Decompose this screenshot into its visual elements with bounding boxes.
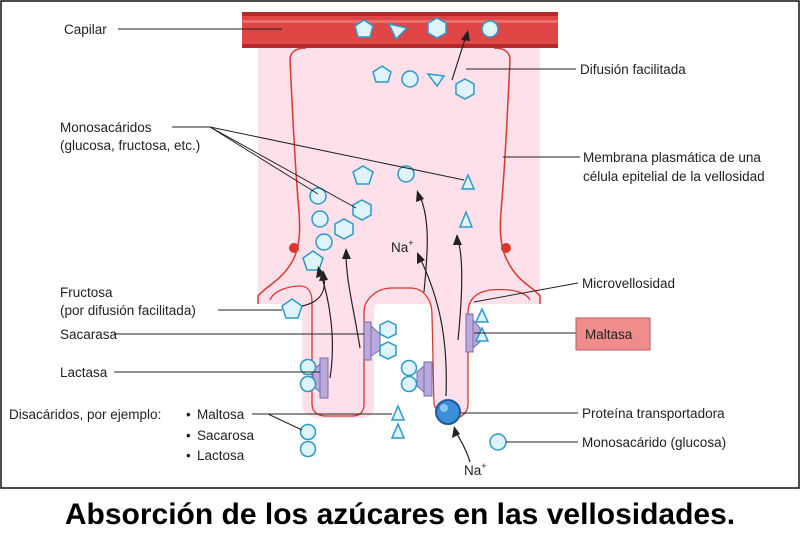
pentagon-molecule bbox=[352, 165, 374, 185]
lactasa-label: Lactasa bbox=[60, 365, 108, 380]
difusion-label: Difusión facilitada bbox=[580, 62, 686, 77]
absorption-arrow bbox=[345, 253, 361, 349]
circle-molecule bbox=[299, 375, 317, 393]
disacaridos-bullet-3: • bbox=[186, 448, 191, 463]
pentagon-molecule bbox=[372, 65, 392, 83]
maltasa-label: Maltasa bbox=[585, 327, 633, 342]
membrane-right bbox=[493, 47, 541, 304]
villus-body bbox=[258, 48, 540, 418]
disacaridos-bullet-2: • bbox=[186, 428, 191, 443]
tight-junction-right bbox=[501, 243, 511, 253]
arrowhead bbox=[417, 252, 425, 264]
disacaridos-item-lactosa: Lactosa bbox=[197, 448, 245, 463]
circle-molecule bbox=[400, 359, 418, 377]
circle-molecule bbox=[481, 20, 499, 38]
proteina-label: Proteína transportadora bbox=[582, 406, 725, 421]
triangle-molecule bbox=[387, 22, 409, 41]
na-superscript: + bbox=[408, 238, 413, 248]
circle-molecule bbox=[311, 210, 329, 228]
circle-molecule bbox=[315, 233, 333, 251]
mono-leader bbox=[209, 126, 357, 209]
membrana-label-line1: Membrana plasmática de una bbox=[583, 150, 761, 165]
arrowhead bbox=[453, 234, 462, 245]
microvellosidad-label: Microvellosidad bbox=[582, 276, 675, 291]
sacarasa-enzyme bbox=[363, 321, 381, 361]
fructosa-label-line1: Fructosa bbox=[60, 285, 113, 300]
transporter-protein bbox=[435, 399, 461, 425]
circle-molecule bbox=[400, 375, 418, 393]
na-label-bottom: Na+ bbox=[464, 461, 487, 478]
monosacaridos-label-line1: Monosacáridos bbox=[60, 120, 152, 135]
membrana-label-line2: célula epitelial de la vellosidad bbox=[583, 169, 765, 184]
arrowhead bbox=[461, 30, 470, 41]
capilar-label: Capilar bbox=[64, 22, 107, 37]
disacaridos-bullet-1: • bbox=[186, 407, 191, 422]
monosacarido-glucosa-label: Monosacárido (glucosa) bbox=[582, 435, 726, 450]
maltasa-highlight-box bbox=[575, 317, 651, 351]
diffusion-arrow bbox=[451, 35, 467, 81]
tight-junction-left bbox=[289, 243, 299, 253]
arrowhead bbox=[342, 248, 351, 259]
pentagon-molecule bbox=[302, 250, 324, 271]
triangle-molecule bbox=[390, 422, 406, 439]
lactasa-enzyme-right bbox=[416, 361, 433, 397]
microvilli-contour bbox=[269, 285, 531, 419]
disacaridos-label: Disacáridos, por ejemplo: bbox=[9, 407, 161, 422]
membrane-left bbox=[257, 47, 307, 304]
absorption-arrow bbox=[419, 195, 428, 293]
circle-molecule bbox=[401, 70, 419, 88]
hexagon-molecule bbox=[455, 78, 475, 100]
na-superscript: + bbox=[481, 461, 486, 471]
mono-leader bbox=[209, 126, 465, 181]
absorption-arrow bbox=[319, 271, 333, 379]
arrowhead bbox=[452, 426, 460, 438]
hexagon-molecule bbox=[334, 218, 354, 240]
disacaridos-item-maltosa: Maltosa bbox=[197, 407, 245, 422]
pentagon-molecule bbox=[281, 298, 303, 319]
hexagon-molecule bbox=[352, 199, 372, 221]
glucose-molecule bbox=[489, 433, 507, 451]
transporter-highlight bbox=[440, 404, 448, 412]
circle-molecule bbox=[299, 440, 317, 458]
absorption-arrow bbox=[419, 257, 447, 397]
disacaridos-item-sacarosa: Sacarosa bbox=[197, 428, 255, 443]
monosacaridos-label-line2: (glucosa, fructosa, etc.) bbox=[60, 138, 200, 153]
sodium-arrow bbox=[455, 431, 471, 463]
figure-caption: Absorción de los azúcares en las vellosi… bbox=[65, 498, 735, 531]
mono-leader bbox=[209, 126, 319, 195]
absorption-arrow bbox=[457, 239, 463, 341]
arrowhead bbox=[319, 270, 328, 281]
diagram-frame bbox=[0, 0, 800, 489]
hexagon-molecule bbox=[379, 320, 397, 339]
sacarasa-label: Sacarasa bbox=[60, 327, 118, 342]
hexagon-molecule bbox=[379, 341, 397, 360]
pentagon-molecule bbox=[354, 19, 374, 38]
circle-molecule bbox=[299, 423, 317, 441]
triangle-molecule bbox=[390, 404, 406, 421]
hexagon-molecule bbox=[427, 17, 447, 39]
triangle-molecule bbox=[460, 173, 476, 190]
microvellosidad-leader bbox=[473, 282, 579, 303]
arrowhead bbox=[416, 190, 424, 202]
triangle-molecule bbox=[458, 209, 474, 228]
triangle-molecule bbox=[474, 307, 490, 323]
triangle-molecule bbox=[426, 73, 446, 88]
circle-molecule bbox=[299, 358, 317, 376]
disacaridos-leader bbox=[267, 413, 303, 431]
circle-molecule bbox=[397, 165, 415, 183]
fructosa-label-line2: (por difusión facilitada) bbox=[60, 303, 196, 318]
triangle-molecule bbox=[474, 326, 490, 342]
na-label-top: Na+ bbox=[391, 238, 414, 255]
